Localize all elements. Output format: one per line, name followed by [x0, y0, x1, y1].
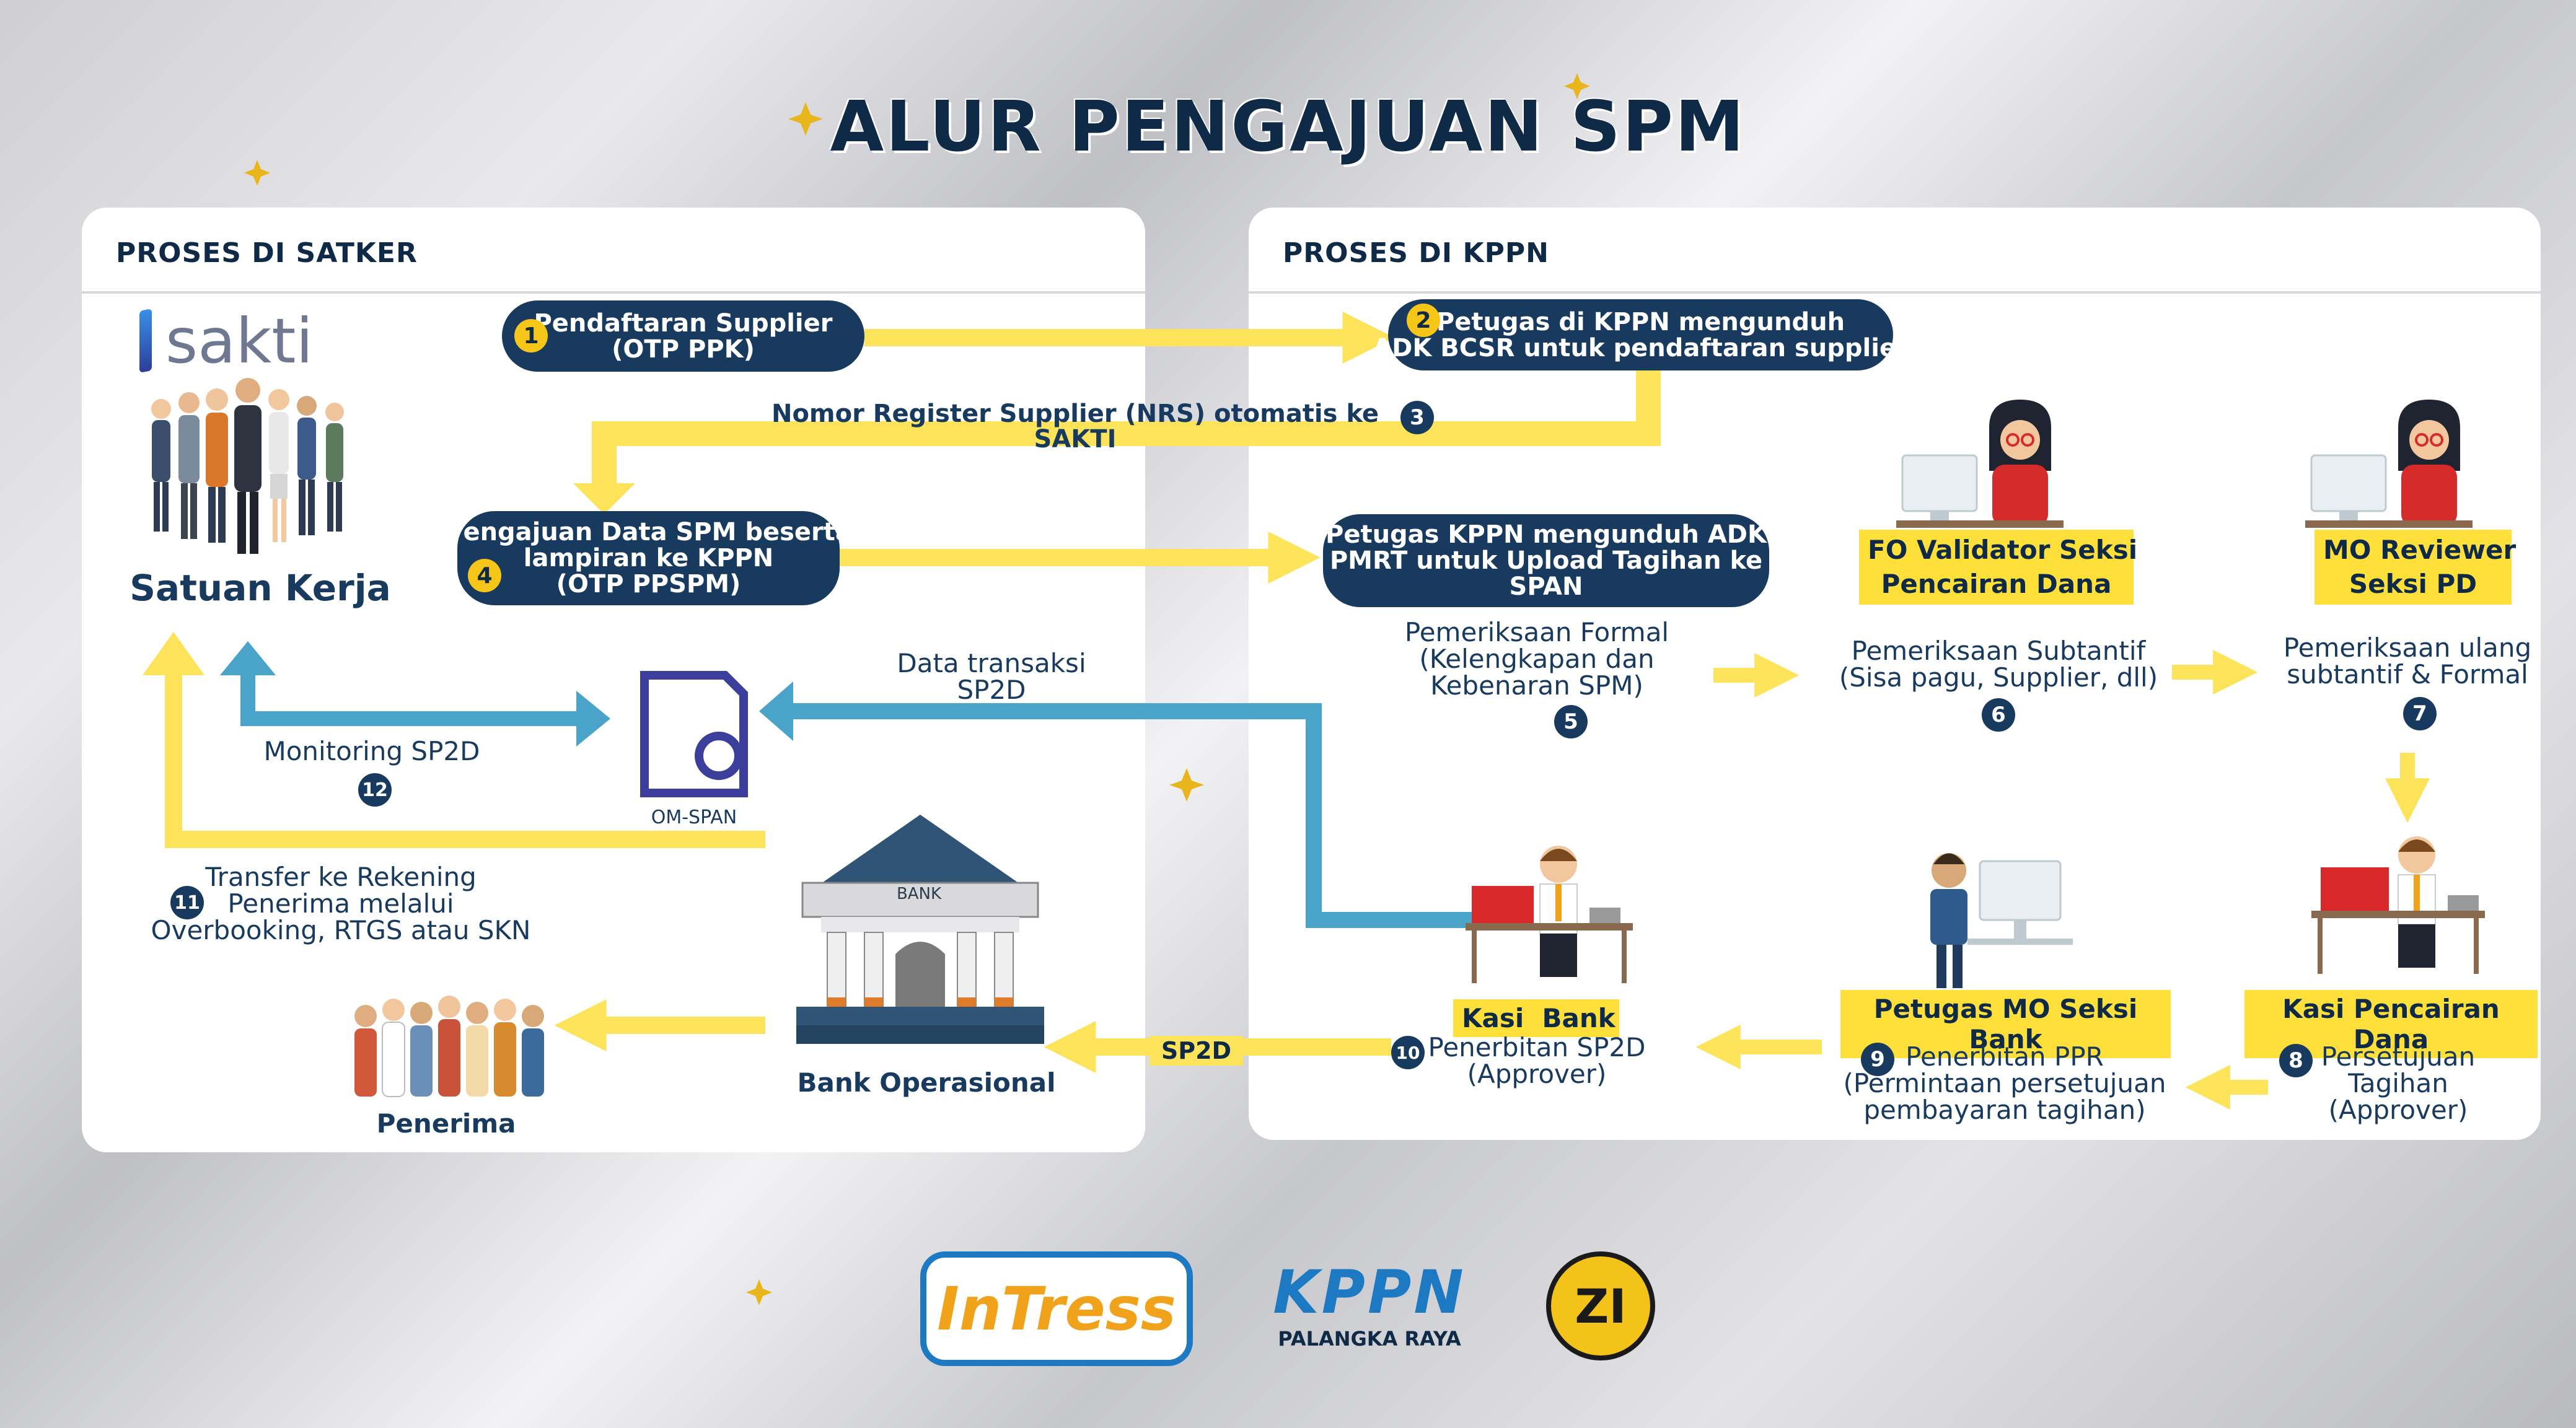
step-1-number: 1 [514, 319, 548, 353]
step-2-pill: Petugas di KPPN mengunduh ADK BCSR untuk… [1373, 299, 1909, 370]
step-8-number: 8 [2279, 1044, 2313, 1077]
step-6-number: 6 [1982, 698, 2015, 732]
penerima-people-icon [354, 996, 544, 1097]
petugas-mo-bank-label: Petugas MO Seksi Bank [1840, 990, 2171, 1058]
kppn-download-text: Petugas KPPN mengunduh ADK PMRT untuk Up… [1325, 520, 1767, 601]
sakti-logo-text: sakti [165, 304, 314, 377]
step-4-text: Pengajuan Data SPM beserta lampiran ke K… [445, 518, 852, 598]
step-4-number: 4 [468, 559, 501, 592]
step-7-text: Pemeriksaan ulang subtantif & Formal [2283, 633, 2532, 690]
fo-validator-illustration [1896, 400, 2064, 528]
kppn-logo-subtitle: PALANGKA RAYA [1278, 1327, 1461, 1351]
arrow-3 [592, 370, 1661, 489]
arrow-monitoring-head-right [576, 691, 610, 747]
page-title: ALUR PENGAJUAN SPM [830, 87, 1746, 167]
petugas-mo-bank-illustration [1930, 853, 2073, 988]
bank-sign: BANK [896, 885, 942, 903]
step-1-pill: Pendaftaran Supplier (OTP PPK) [502, 300, 864, 372]
step-8-text: Persetujuan Tagihan (Approver) [2321, 1041, 2476, 1125]
kasi-bank-illustration [1466, 846, 1633, 983]
step-12-number: 12 [358, 773, 392, 807]
arrow-3-head [573, 483, 635, 514]
sakti-logo: sakti [139, 304, 314, 377]
sparkle [746, 1279, 772, 1305]
step-10-text: Penerbitan SP2D (Approver) [1428, 1032, 1646, 1089]
arrow-11 [165, 672, 765, 848]
step-7-number: 7 [2403, 697, 2437, 730]
fo-validator-label: FO Validator Seksi Pencairan Dana [1859, 530, 2137, 605]
kppn-logo-text: KPPN [1273, 1258, 1466, 1327]
mo-reviewer-label: MO Reviewer Seksi PD [2314, 530, 2516, 605]
sakti-logo-icon [139, 309, 152, 373]
step-1-text: Pendaftaran Supplier (OTP PPK) [534, 309, 833, 364]
om-span-label: OM-SPAN [651, 807, 737, 828]
kasi-pencairan-illustration [2311, 836, 2485, 974]
step-3-number: 3 [1400, 401, 1434, 434]
step-10-number: 10 [1391, 1036, 1425, 1069]
arrow-data-transaksi [790, 703, 1484, 928]
sp2d-label: SP2D [1150, 1036, 1243, 1066]
step-11-number: 11 [170, 886, 204, 919]
data-transaksi-label: Data transaksi SP2D [897, 648, 1086, 705]
sparkle [1169, 768, 1204, 802]
arrow-11-head [143, 632, 204, 675]
step-5-text: Pemeriksaan Formal (Kelengkapan dan Kebe… [1404, 617, 1669, 701]
step-9-text: Penerbitan PPR (Permintaan persetujuan p… [1843, 1041, 2166, 1125]
om-span-icon [640, 671, 748, 797]
step-2-text: Petugas di KPPN mengunduh ADK BCSR untuk… [1373, 307, 1909, 362]
sparkle [1564, 73, 1590, 99]
sparkle [788, 102, 823, 136]
sparkles [244, 73, 1590, 1305]
intress-logo-text: InTress [937, 1274, 1176, 1344]
penerima-label: Penerima [376, 1108, 516, 1139]
sparkle [244, 160, 270, 186]
intress-logo: InTress [920, 1251, 1193, 1366]
kppn-logo: KPPN PALANGKA RAYA [1239, 1258, 1500, 1351]
kasi-bank-label: Kasi Bank [1453, 999, 1619, 1037]
zi-logo-text: ZI [1575, 1278, 1627, 1334]
bank-building-icon [796, 815, 1044, 1044]
step-11-text: Transfer ke Rekening Penerima melalui Ov… [151, 862, 531, 945]
step-6-text: Pemeriksaan Subtantif (Sisa pagu, Suppli… [1839, 636, 2158, 693]
step-3-text: Nomor Register Supplier (NRS) otomatis k… [771, 400, 1379, 453]
kppn-panel-title: PROSES DI KPPN [1283, 237, 1549, 269]
step-9-number: 9 [1861, 1043, 1894, 1076]
arrow-data-transaksi-head [759, 681, 793, 741]
kppn-download-pill: Petugas KPPN mengunduh ADK PMRT untuk Up… [1323, 514, 1769, 607]
zi-logo: ZI [1546, 1251, 1655, 1360]
satuan-kerja-people-icon [151, 378, 344, 554]
step-2-number: 2 [1407, 304, 1440, 337]
satuan-kerja-label: Satuan Kerja [130, 567, 391, 609]
arrow-monitoring-head-up [220, 641, 276, 675]
bank-operasional-label: Bank Operasional [797, 1067, 1056, 1098]
step-5-number: 5 [1554, 705, 1588, 738]
mo-reviewer-illustration [2305, 400, 2473, 528]
arrow-monitoring [240, 672, 579, 726]
step-4-pill: Pengajuan Data SPM beserta lampiran ke K… [445, 511, 852, 605]
step-12-text: Monitoring SP2D [263, 736, 480, 766]
satker-panel-title: PROSES DI SATKER [116, 237, 418, 269]
